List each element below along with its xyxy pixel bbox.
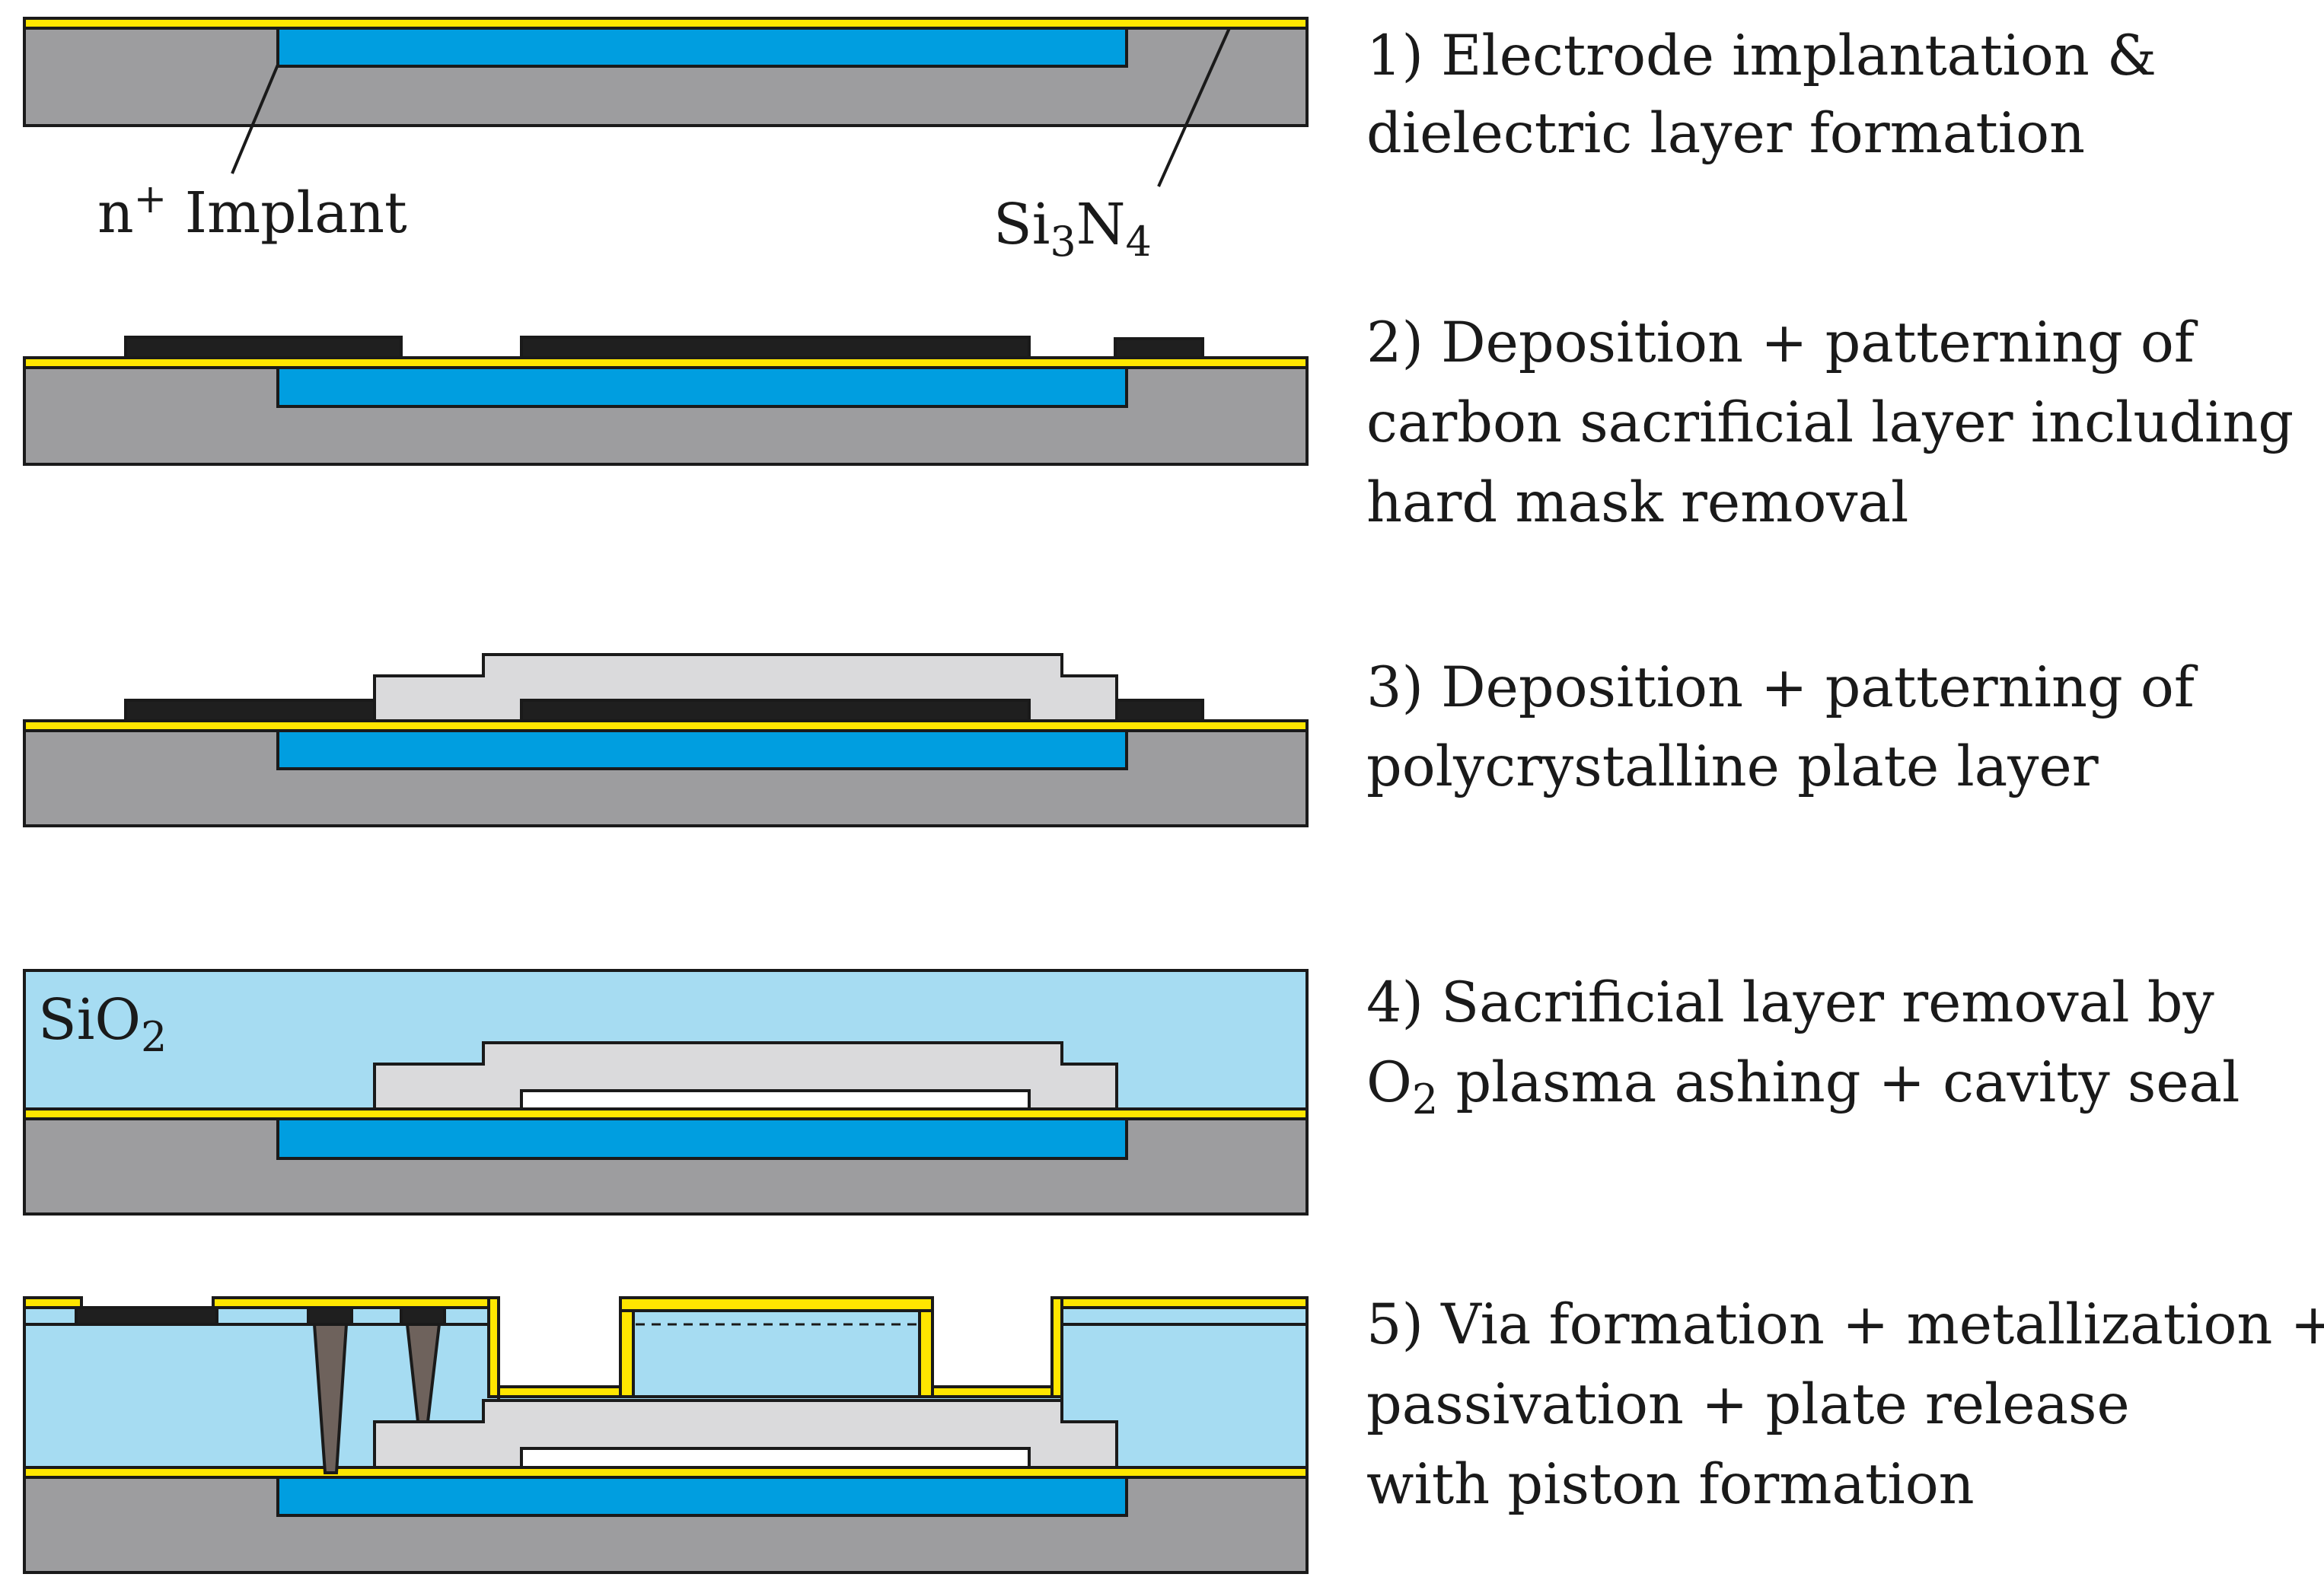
step-5-line-3: with piston formation [1366, 1452, 1975, 1517]
step-4-line-1: 4) Sacrificial layer removal by [1366, 970, 2215, 1035]
step-5-metal-pad-via1 [307, 1306, 353, 1326]
implant-label: n+ Implant [97, 177, 407, 246]
step-1-cross-section [23, 17, 1309, 187]
step-5-line-1: 5) Via formation + metallization + [1366, 1292, 2324, 1357]
step-4-cavity [520, 1089, 1031, 1110]
step-2-line-3: hard mask removal [1366, 470, 1908, 535]
step-5-line-2: passivation + plate release [1366, 1372, 2130, 1437]
step-5-trench-wall-right [1050, 1296, 1063, 1398]
step-5-piston-passivation-left [619, 1296, 635, 1398]
step-5-piston-passivation-top [619, 1296, 934, 1312]
step-3-line-1: 3) Deposition + patterning of [1366, 655, 2198, 720]
implant-leader-line [231, 64, 279, 174]
step-5-trench-floor-left [497, 1385, 622, 1398]
step-5-passivation-top-left-a [23, 1296, 83, 1309]
step-2-text: 2) Deposition + patterning of carbon sac… [1366, 311, 2294, 535]
step-5-piston-released-outline [619, 1296, 934, 1398]
step-5-via-1 [312, 1323, 349, 1474]
step-4-implant [276, 1117, 1128, 1160]
step-1-line-1: 1) Electrode implantation & [1366, 24, 2157, 88]
step-5-via-2 [405, 1323, 442, 1423]
step-3-carbon-center [520, 699, 1031, 722]
step-3-cross-section [23, 653, 1309, 827]
step-5-cavity [520, 1447, 1031, 1469]
step-2-carbon-right [1114, 337, 1204, 359]
step-5-trench-floor-right [931, 1385, 1063, 1398]
step-2-carbon-center [520, 336, 1031, 359]
step-2-line-2: carbon sacrificial layer including [1366, 390, 2294, 455]
step-5-piston-passivation-right [918, 1296, 934, 1398]
step-3-line-2: polycrystalline plate layer [1366, 734, 2099, 799]
step-2-cross-section [23, 336, 1309, 466]
step-1-line-2: dielectric layer formation [1366, 101, 2085, 166]
step-2-implant [276, 366, 1128, 408]
step-3-carbon-left [124, 699, 378, 722]
step-4-line-2: O2 plasma ashing + cavity seal [1366, 1050, 2240, 1123]
step-2-carbon-left [124, 336, 403, 359]
step-1-text: 1) Electrode implantation & dielectric l… [1366, 24, 2157, 166]
step-1-implant [276, 27, 1128, 68]
step-5-metal-pad-via2 [400, 1306, 446, 1326]
step-4-text: 4) Sacrificial layer removal by O2 plasm… [1366, 970, 2240, 1123]
step-4-cross-section [23, 969, 1309, 1216]
step-5-text: 5) Via formation + metallization + passi… [1366, 1292, 2324, 1517]
nitride-label: Si3N4 [993, 192, 1152, 266]
step-3-implant [276, 729, 1128, 770]
step-3-text: 3) Deposition + patterning of polycrysta… [1366, 655, 2198, 799]
step-5-piston [619, 1296, 934, 1398]
step-5-metal-pad-left [75, 1306, 218, 1326]
oxide-label: SiO2 [38, 987, 167, 1061]
nitride-leader-line [1157, 27, 1231, 187]
step-5-passivation-top-right [1060, 1296, 1309, 1309]
step-5-trench-wall-left [487, 1296, 500, 1398]
step-2-line-1: 2) Deposition + patterning of [1366, 311, 2198, 375]
step-3-carbon-right [1114, 699, 1204, 722]
step-5-cross-section [23, 1296, 1309, 1574]
step-1-nitride [23, 17, 1309, 30]
step-5-implant [276, 1476, 1128, 1517]
